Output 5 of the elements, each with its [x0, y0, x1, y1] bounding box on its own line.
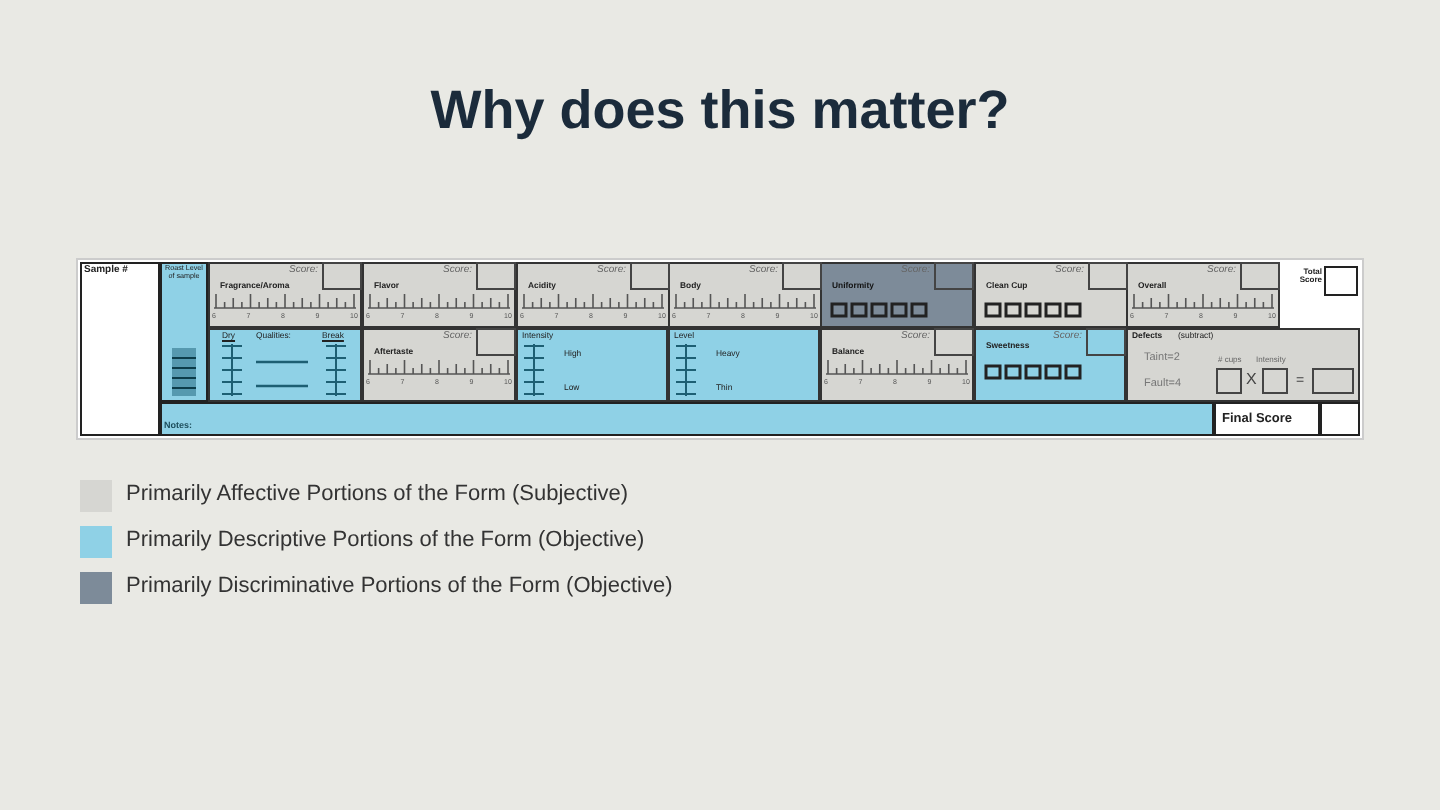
field-label: X: [1246, 372, 1257, 388]
legend-text: Primarily Affective Portions of the Form (Subjective): [126, 484, 629, 506]
slide-title: Why does this matter?: [428, 80, 1012, 142]
legend-text: Primarily Descriptive Portions of the Form (Objective): [126, 530, 645, 552]
legend-text: Primarily Discriminative Portions of the Form (Objective): [126, 576, 673, 598]
